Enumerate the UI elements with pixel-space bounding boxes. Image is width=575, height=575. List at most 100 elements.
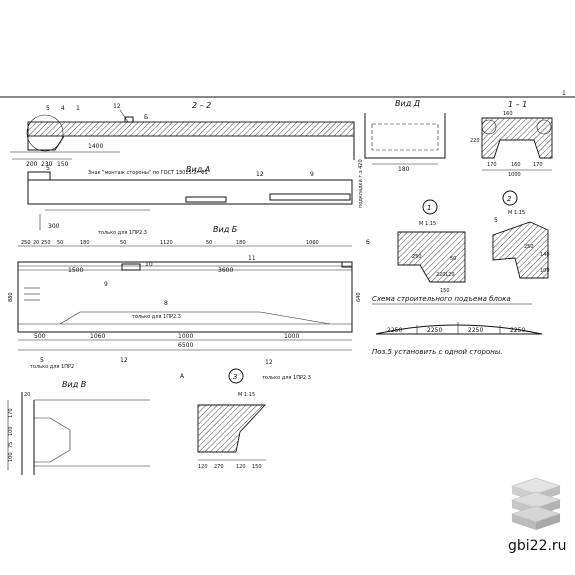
view-b-side-dim-2: 640 (356, 292, 362, 302)
only-pr-note-4: только для 1ПР2.3 (262, 375, 311, 381)
view-b-bot-dim-3: 1000 (178, 333, 193, 340)
view-a: Вид А 300 5 12 9 Знак "монтаж стороны" п… (27, 159, 364, 230)
vertical-note: подкладки т.з 420 (358, 159, 364, 208)
view-a-mark-12: 12 (256, 171, 264, 178)
node-1-dim-3: 50 (450, 256, 456, 262)
view-b-dim-1500: 1500 (68, 267, 83, 274)
section-2-2-title: 2 – 2 (192, 101, 211, 110)
view-b-mark-5: 5 (40, 357, 44, 364)
s11-dim-3: 170 (487, 162, 497, 168)
node-1-dim-5: 150 (440, 288, 450, 294)
view-b: Вид Б 250 20 250 50 180 50 1120 50 180 1… (8, 225, 370, 381)
node-1-dim-1: 250 (412, 254, 422, 260)
lift-title: Схема строительного подъема блока (372, 295, 511, 303)
view-v-dim-3: 75 (8, 442, 14, 448)
view-a-title: Вид А (186, 165, 210, 174)
view-b-bot-dim-1: 500 (34, 333, 46, 340)
node-2-dim-2: 140 (540, 252, 550, 258)
section-2-2: 2 – 2 200 230 150 1400 5 4 1 12 Б (10, 101, 355, 168)
view-b-top-dim-9: 180 (236, 240, 246, 246)
s11-dim-1: 160 (503, 111, 513, 117)
view-a-mark-5: 5 (46, 165, 50, 172)
view-b-mark-9: 8 (164, 300, 168, 307)
node-3-scale: М 1:15 (238, 392, 255, 398)
view-b-top-dim-6: 50 (120, 240, 126, 246)
view-b-top-dim-8: 50 (206, 240, 212, 246)
view-d: Вид Д 180 (364, 99, 446, 173)
view-v-dim-4: 100 (8, 452, 14, 462)
view-b-top-dim-4: 50 (57, 240, 63, 246)
node-2: 2 М 1:15 250 140 100 5 (492, 190, 550, 279)
view-d-dim: 180 (398, 166, 410, 173)
watermark: gbi22.ru (508, 477, 567, 554)
watermark-logo-icon (511, 477, 561, 530)
node-2-dim-3: 100 (540, 268, 550, 274)
view-b-title: Вид Б (213, 225, 238, 234)
view-b-top-dim-1: 250 (21, 240, 31, 246)
page-marker: 1 (562, 90, 566, 97)
node-3-dim-1: 120 (198, 464, 208, 470)
lift-dim-3: 2250 (468, 327, 483, 334)
view-b-mark-12a: 12 (120, 357, 128, 364)
view-b-top-dim-10: 1060 (306, 240, 319, 246)
node-3-dim-4: 150 (252, 464, 262, 470)
view-d-title: Вид Д (395, 99, 420, 108)
view-v-dim-5: 20 (24, 392, 30, 398)
mark-12-a: 12 (113, 103, 121, 110)
view-a-mark-9: 9 (310, 171, 314, 178)
mark-5-a: 5 (46, 105, 50, 112)
s11-dim-5: 170 (533, 162, 543, 168)
view-b-mark-10b: 9 (104, 281, 108, 288)
only-pr-note-2: только для 1ПР2.3 (132, 314, 181, 320)
only-pr-note-3: только для 1ПР2 (30, 364, 74, 370)
view-b-top-dim-3: 250 (41, 240, 51, 246)
view-b-dim-3600: 3600 (218, 267, 233, 274)
node-3-circle (228, 368, 244, 384)
view-a-dim-300: 300 (48, 223, 60, 230)
view-v-dim-2: 100 (8, 426, 14, 436)
view-b-mark-11: 11 (248, 255, 256, 262)
node-2-dim-1: 250 (524, 244, 534, 250)
view-b-bot-dim-4: 1000 (284, 333, 299, 340)
s11-dim-4: 160 (511, 162, 521, 168)
view-b-top-dim-2: 20 (33, 240, 39, 246)
mount-sign-note: Знак "монтаж стороны" по ГОСТ 13015.2 - … (88, 170, 208, 176)
node-1: 1 М 1:15 250 120 50 220 150 (397, 199, 466, 294)
node-1-dim-2: 120 (445, 272, 455, 278)
node-2-mark-5: 5 (494, 217, 498, 224)
view-b-mark-10: 10 (145, 261, 153, 268)
lift-dim-2: 2250 (427, 327, 442, 334)
pos5-note: Поз.5 установить с одной стороны. (372, 348, 503, 356)
view-b-top-dim-5: 180 (80, 240, 90, 246)
lift-dim-4: 2250 (510, 327, 525, 334)
view-b-top-dim-7: 1120 (160, 240, 173, 246)
view-b-bot-dim-2: 1060 (90, 333, 105, 340)
s2-dim-3: 150 (57, 161, 69, 168)
node-1-circle (422, 199, 438, 215)
node-3-dim-3: 120 (236, 464, 246, 470)
section-1-1-title: 1 – 1 (508, 100, 527, 109)
node-1-scale: М 1:15 (419, 221, 436, 227)
node-3-number: 3 (233, 373, 237, 381)
mark-1: 1 (76, 105, 80, 112)
node-2-scale: М 1:15 (508, 210, 525, 216)
node-1-dim-4: 220 (436, 272, 446, 278)
mark-b-a: Б (144, 114, 148, 121)
view-b-mark-8: 6 (366, 239, 370, 246)
watermark-text: gbi22.ru (508, 538, 567, 554)
s2-dim-1: 200 (26, 161, 38, 168)
node-3-dim-2: 270 (214, 464, 224, 470)
s2-dim-4: 1400 (88, 143, 103, 150)
view-v: Вид В 170 100 75 100 20 (7, 380, 150, 475)
node-2-circle (502, 190, 518, 206)
view-v-dim-1: 170 (8, 408, 14, 418)
view-b-mark-12b: 12 (265, 359, 273, 366)
s11-dim-6: 1000 (508, 172, 521, 178)
lift-scheme: Схема строительного подъема блока 2250 2… (372, 295, 543, 356)
view-v-title: Вид В (62, 380, 86, 389)
view-b-total: 6500 (178, 342, 193, 349)
s2-dim-2: 230 (41, 161, 53, 168)
mark-4: 4 (61, 105, 65, 112)
only-pr-note-1: только для 1ПР2.3 (98, 230, 147, 236)
